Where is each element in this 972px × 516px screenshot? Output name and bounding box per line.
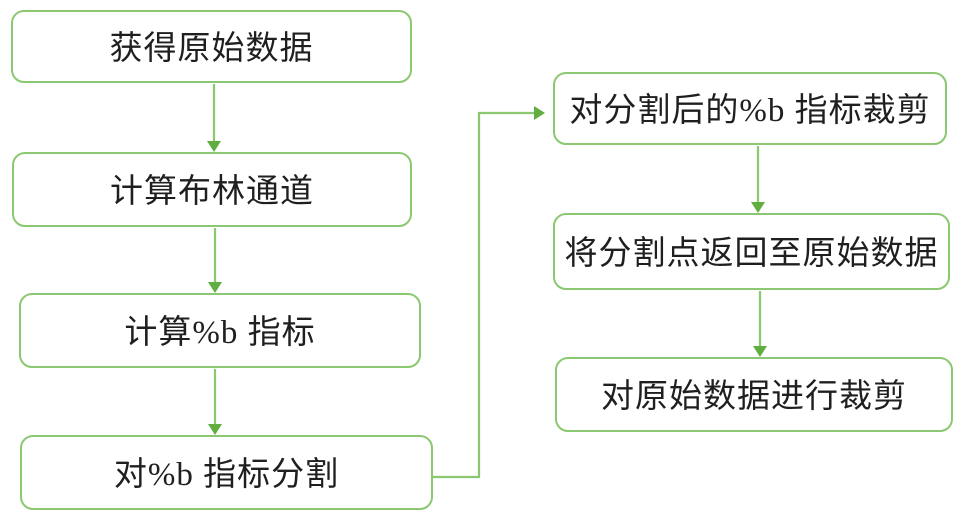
down-arrowhead-icon	[753, 346, 767, 357]
edge-n4-n5	[433, 106, 545, 479]
node-label: 获得原始数据	[109, 30, 314, 67]
edge-n5-n6	[751, 146, 765, 213]
node-calc-percent-b: 计算%b 指标	[19, 293, 421, 368]
node-label: 计算%b 指标	[124, 314, 316, 351]
node-label: 对分割后的%b 指标裁剪	[569, 92, 931, 129]
node-crop-split-percent-b: 对分割后的%b 指标裁剪	[553, 72, 947, 145]
down-arrowhead-icon	[207, 141, 221, 152]
edge-n3-n4	[208, 369, 222, 435]
right-arrowhead-icon	[534, 106, 545, 120]
node-calc-bollinger-channel: 计算布林通道	[12, 152, 412, 227]
edge-n6-n7	[753, 291, 767, 357]
node-label: 计算布林通道	[110, 173, 314, 210]
down-arrowhead-icon	[208, 424, 222, 435]
node-obtain-raw-data: 获得原始数据	[11, 10, 412, 83]
node-split-percent-b: 对%b 指标分割	[20, 435, 433, 510]
node-label: 将分割点返回至原始数据	[564, 235, 939, 272]
node-return-split-points: 将分割点返回至原始数据	[553, 213, 950, 290]
node-label: 对原始数据进行裁剪	[601, 378, 907, 415]
edge-n2-n3	[208, 228, 222, 293]
edge-n1-n2	[207, 84, 221, 152]
node-label: 对%b 指标分割	[113, 456, 340, 493]
down-arrowhead-icon	[751, 202, 765, 213]
down-arrowhead-icon	[208, 282, 222, 293]
node-crop-raw-data: 对原始数据进行裁剪	[555, 357, 953, 432]
